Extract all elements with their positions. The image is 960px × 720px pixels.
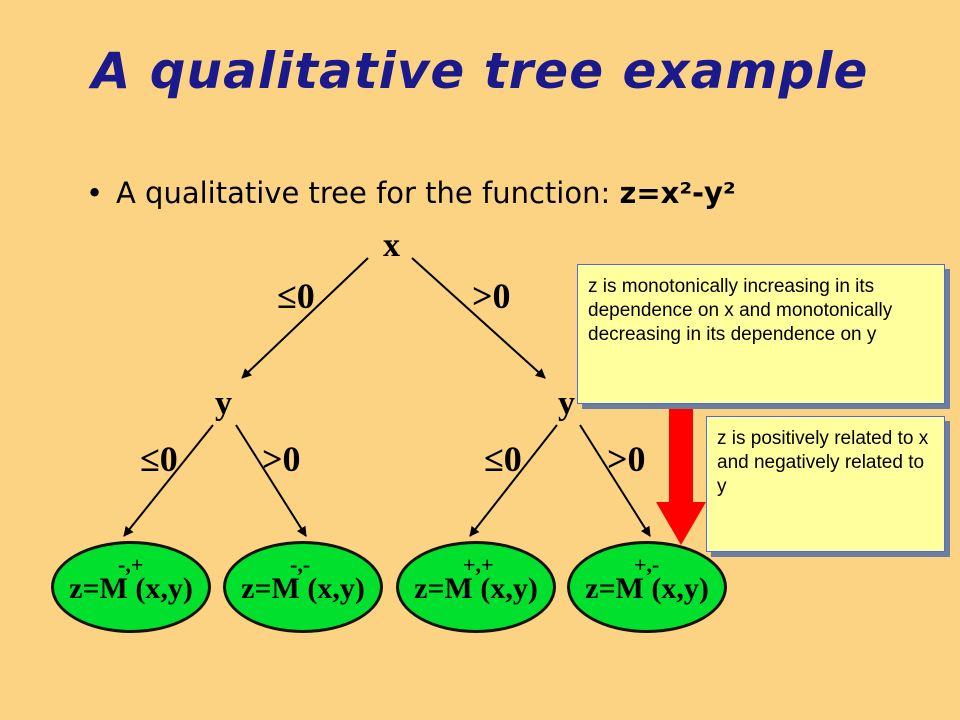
leaf-4-expression: z=M (x,y) [585, 572, 709, 605]
callout-related: z is positively related to x and negativ… [706, 416, 945, 552]
bullet-item: • A qualitative tree for the function: z=… [86, 176, 736, 210]
leaf-4-signs: +,- [634, 552, 660, 577]
edge-y2-right [579, 424, 651, 537]
bullet-dot: • [86, 176, 104, 210]
right-child-edge-label-right: >0 [607, 439, 646, 479]
leaf-3-expression: z=M (x,y) [414, 572, 538, 605]
callout-monotonic: z is monotonically increasing in its dep… [577, 264, 945, 404]
leaf-2-expression: z=M (x,y) [241, 572, 365, 605]
leaf-1-expression: z=M (x,y) [69, 572, 193, 605]
child-node-y-right: y [558, 385, 575, 422]
left-child-edge-label-left: ≤0 [140, 439, 178, 479]
leaf-node-2: -,- z=M (x,y) [223, 541, 383, 633]
edge-root-right [411, 257, 546, 379]
leaf-node-1: -,+ z=M (x,y) [51, 541, 211, 633]
right-child-edge-label-left: ≤0 [484, 439, 522, 479]
edge-y1-left [123, 424, 214, 537]
slide-title: A qualitative tree example [91, 42, 869, 100]
edge-root-left [241, 257, 369, 379]
leaf-node-4: +,- z=M (x,y) [567, 541, 727, 633]
edge-y1-right [235, 424, 307, 537]
leaf-node-3: +,+ z=M (x,y) [396, 541, 556, 633]
child-node-y-left: y [215, 385, 232, 422]
bullet-text: A qualitative tree for the function: [116, 176, 620, 210]
root-edge-label-right: >0 [472, 276, 511, 316]
root-edge-label-left: ≤0 [277, 276, 315, 316]
edge-y2-left [469, 424, 558, 537]
left-child-edge-label-right: >0 [262, 439, 301, 479]
root-node-x: x [383, 227, 400, 264]
red-down-arrow-icon [656, 400, 706, 545]
leaf-3-signs: +,+ [463, 552, 494, 577]
leaf-1-signs: -,+ [118, 552, 144, 577]
leaf-2-signs: -,- [290, 552, 311, 577]
function-formula: z=x²-y² [619, 176, 736, 210]
